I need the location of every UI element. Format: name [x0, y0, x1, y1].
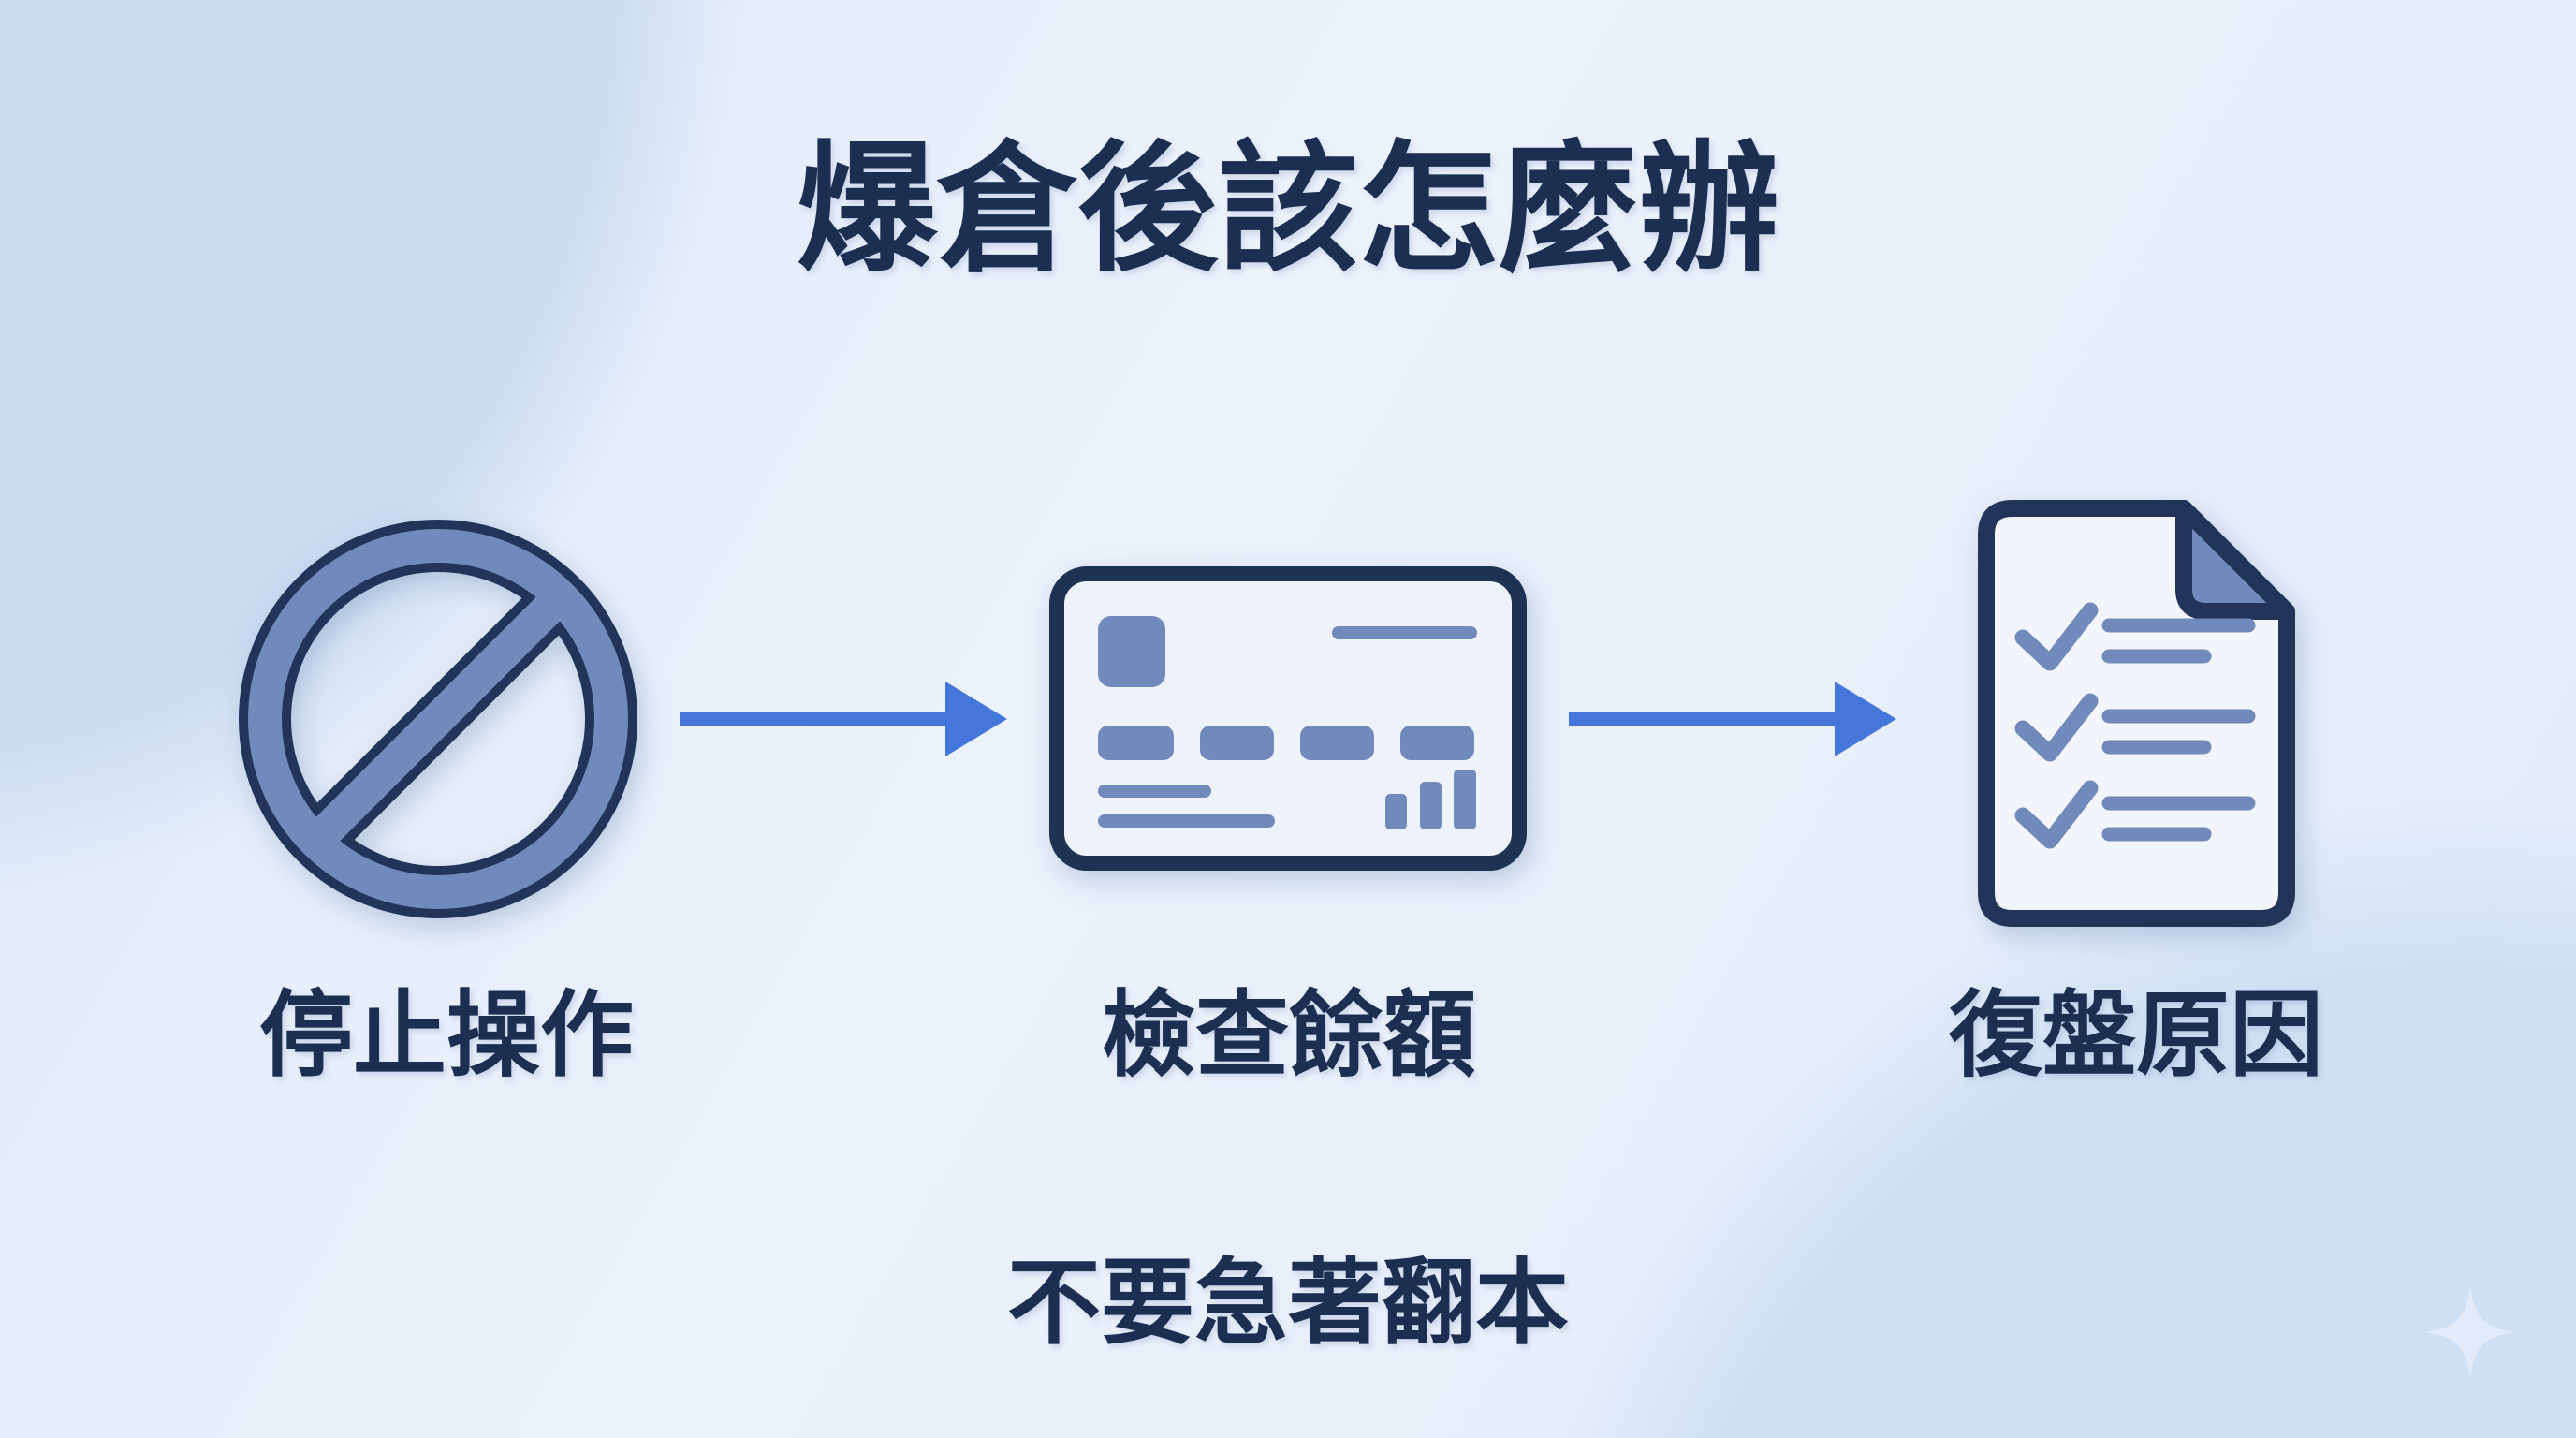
checklist-document-icon [1978, 500, 2295, 927]
step-label-review-reasons: 復盤原因 [1949, 983, 2323, 1088]
sparkle-icon [2425, 1287, 2515, 1377]
prohibition-icon [239, 520, 637, 918]
arrow-right-icon [680, 682, 1007, 756]
arrow-right-icon [1569, 682, 1896, 756]
credit-card-icon [1049, 566, 1527, 871]
step-label-check-balance: 檢查餘額 [1102, 983, 1476, 1088]
footer-note: 不要急著翻本 [1007, 1251, 1569, 1356]
page-title: 爆倉後該怎麼辦 [796, 130, 1779, 287]
step-label-stop-operations: 停止操作 [259, 983, 634, 1088]
